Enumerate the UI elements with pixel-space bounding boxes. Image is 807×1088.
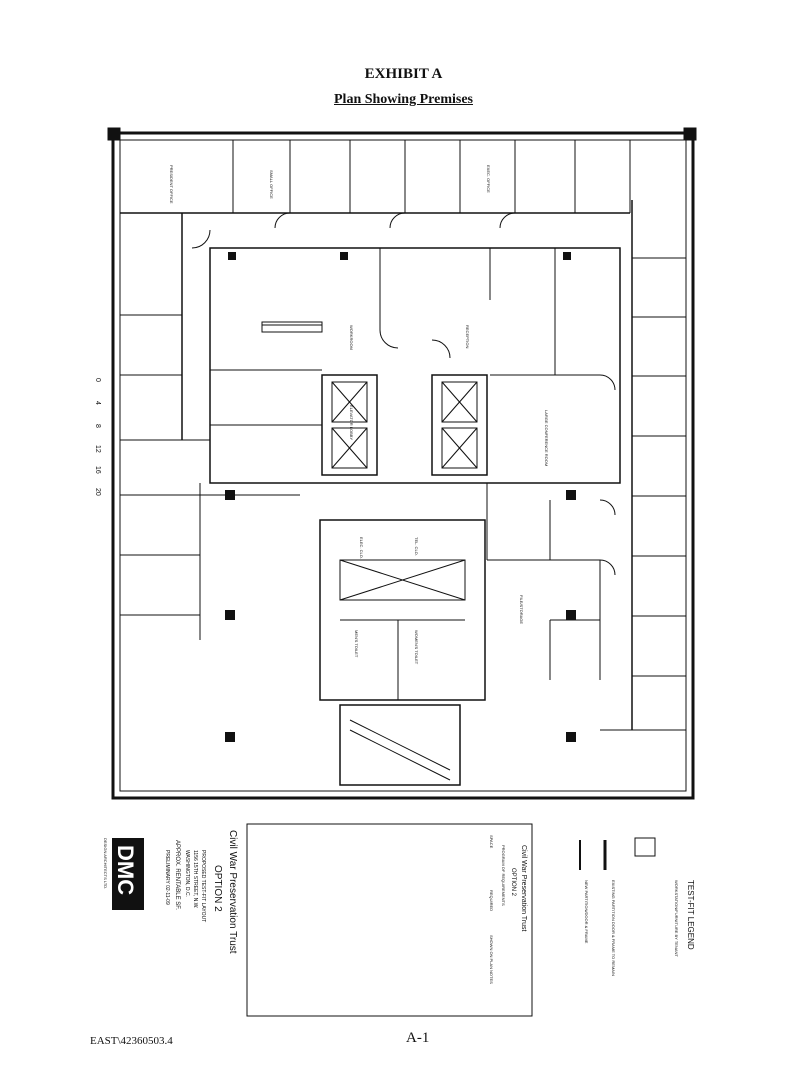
svg-text:12: 12 [94,445,101,453]
title-block: Civil War Preservation Trust OPTION 2 PR… [103,830,238,954]
label-conference: LARGE CONFERENCE ROOM [544,410,549,466]
svg-text:SPACE: SPACE [489,835,494,849]
document-id: EAST\42360503.4 [90,1035,173,1047]
label-mens-toilet: MEN'S TOILET [354,630,359,658]
firm-logo: DMC [113,845,138,895]
label-reception: RECEPTION [465,325,470,348]
label-small-office: SMALL OFFICE [269,170,274,199]
svg-text:WORKSTATION/FURNITURE BY TENAN: WORKSTATION/FURNITURE BY TENANT [674,880,679,957]
label-workroom: WORKROOM [349,325,354,350]
label-file-storage: FILE/STORAGE [519,595,524,624]
svg-text:OPTION 2: OPTION 2 [510,868,516,897]
svg-text:PROGRAM OF REQUIREMENTS: PROGRAM OF REQUIREMENTS [501,845,506,906]
label-president: PRESIDENT OFFICE [169,165,174,204]
svg-text:16: 16 [94,466,101,474]
svg-text:0: 0 [94,378,101,382]
label-exec-office: EXEC. OFFICE [486,165,491,193]
svg-text:8: 8 [94,424,101,428]
svg-text:20: 20 [94,488,101,496]
svg-text:OPTION 2: OPTION 2 [212,865,223,912]
exhibit-title: EXHIBIT A [364,66,443,82]
svg-text:NOTES: NOTES [489,970,494,984]
test-fit-legend: TEST-FIT LEGEND WORKSTATION/FURNITURE BY… [579,837,695,976]
label-elevator-lobby: ELEVATOR LOBBY [349,405,354,440]
page-number: A-1 [406,1030,430,1046]
label-womens-toilet: WOMEN'S TOILET [414,630,419,665]
label-elec: ELEC. CLO. [359,537,364,559]
svg-text:PRELIMINARY 02-11-09: PRELIMINARY 02-11-09 [164,850,170,905]
exhibit-subtitle: Plan Showing Premises [334,92,473,107]
svg-text:WASHINGTON, D.C.: WASHINGTON, D.C. [184,850,190,897]
svg-text:1156 15TH STREET, N.W.: 1156 15TH STREET, N.W. [192,850,198,909]
svg-text:NEW PARTITION/DOOR & FRAME: NEW PARTITION/DOOR & FRAME [584,880,589,944]
svg-text:APPROX. RENTABLE SF.: APPROX. RENTABLE SF. [174,840,180,910]
svg-text:Civil War Preservation Trust: Civil War Preservation Trust [520,845,527,932]
scale-bar: 0 4 8 12 16 20 [94,378,101,496]
svg-text:Civil War Preservation Trust: Civil War Preservation Trust [227,830,238,954]
svg-text:DESIGN ARCHITECTS LTD.: DESIGN ARCHITECTS LTD. [103,838,108,889]
svg-text:TEST-FIT LEGEND: TEST-FIT LEGEND [686,880,695,950]
svg-text:SHOWN ON PLAN: SHOWN ON PLAN [489,935,494,969]
svg-text:PROPOSED TEST-FIT LAYOUT: PROPOSED TEST-FIT LAYOUT [200,850,206,922]
program-table: Civil War Preservation Trust OPTION 2 PR… [246,823,533,1017]
label-tel: TEL. CLO. [414,537,419,556]
svg-text:EXISTING PARTITION DOOR & FRAM: EXISTING PARTITION DOOR & FRAME TO REMAI… [611,880,616,976]
svg-text:4: 4 [94,401,101,405]
svg-text:REQUIRED: REQUIRED [489,890,494,911]
